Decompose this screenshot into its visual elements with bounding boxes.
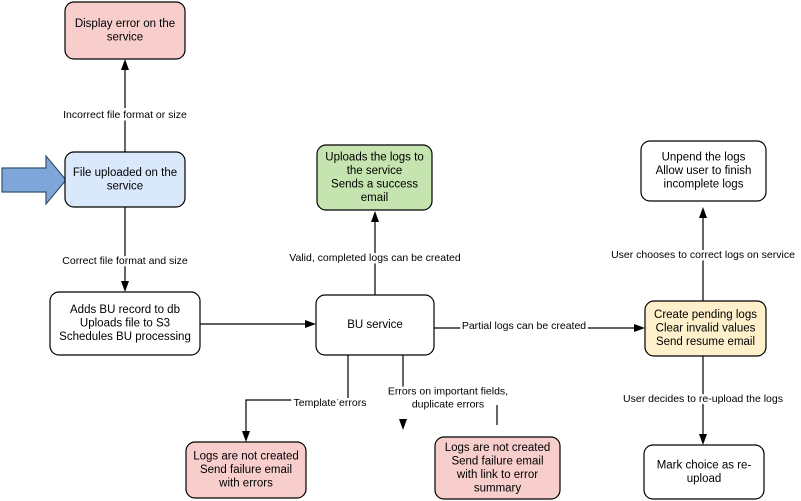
edge-template-errors-label-halo: Template errors [294,397,367,409]
bu-service-box[interactable] [315,294,435,356]
edge-correct-file-format-label-halo: Correct file format and size [62,255,188,267]
start-arrow-layer [1,154,67,206]
edge-errors-important-fields-arrowhead [399,419,407,430]
display-error-on-service-box[interactable] [64,1,186,60]
edge-incorrect-file-format-label-halo: Incorrect file format or size [63,109,187,121]
edge-errors-important-fields-label-halo: Errors on important fields,duplicate err… [388,385,508,410]
start-block-arrow[interactable] [1,154,67,206]
unpend-the-logs-box[interactable] [640,140,767,202]
edge-valid-completed-logs: Valid, completed logs can be createdVali… [287,211,463,295]
edge-user-reuploads-logs-arrowhead [699,434,707,445]
node-bu-service[interactable]: BU service [315,294,435,356]
file-uploaded-on-service-box[interactable] [64,151,186,208]
edge-user-corrects-logs-label-halo: User chooses to correct logs on service [611,249,795,261]
edge-adds-to-bu-service-arrowhead [305,320,316,328]
uploads-logs-to-service-box[interactable] [316,144,433,211]
edge-incorrect-file-format-label: Incorrect file format or size [63,109,187,121]
bu-service-label: BU service [347,319,403,331]
edge-template-errors-label: Template errors [294,397,367,409]
logs-not-created-template-errors-box[interactable] [185,441,307,499]
mark-choice-as-re-upload-label: Mark choice as re-upload [657,459,752,485]
edge-valid-completed-logs-arrowhead [371,211,379,222]
edge-adds-to-bu-service [200,320,316,328]
mark-choice-as-re-upload-box[interactable] [643,444,765,500]
edge-valid-completed-logs-label-halo: Valid, completed logs can be created [289,252,461,264]
edge-correct-file-format-label: Correct file format and size [62,255,188,267]
edge-partial-logs-can-be-created-arrowhead [634,324,645,332]
edge-errors-important-fields-label: Errors on important fields,duplicate err… [388,385,508,410]
edge-partial-logs-can-be-created-label: Partial logs can be created [462,320,586,332]
edge-valid-completed-logs-label: Valid, completed logs can be created [289,252,461,264]
logs-not-created-error-summary-box[interactable] [434,436,561,500]
edge-user-corrects-logs-label: User chooses to correct logs on service [611,249,795,261]
node-mark-choice-as-re-upload[interactable]: Mark choice as re-upload [643,444,765,500]
edge-errors-important-fields: Errors on important fields,duplicate err… [385,355,511,430]
edge-partial-logs-can-be-created-label-halo: Partial logs can be created [462,320,586,332]
edge-template-errors-arrowhead [242,431,250,442]
edge-user-corrects-logs: User chooses to correct logs on serviceU… [609,207,798,301]
edge-incorrect-file-format-arrowhead [121,59,129,70]
edge-correct-file-format-arrowhead [121,281,129,292]
edge-user-reuploads-logs-label: User decides to re-upload the logs [623,393,783,405]
edge-user-corrects-logs-arrowhead [699,207,707,218]
create-pending-logs-box[interactable] [644,300,767,357]
adds-bu-record-to-db-box[interactable] [49,291,201,356]
edge-template-errors-line [245,355,349,435]
edge-user-reuploads-logs-label-halo: User decides to re-upload the logs [623,393,783,405]
